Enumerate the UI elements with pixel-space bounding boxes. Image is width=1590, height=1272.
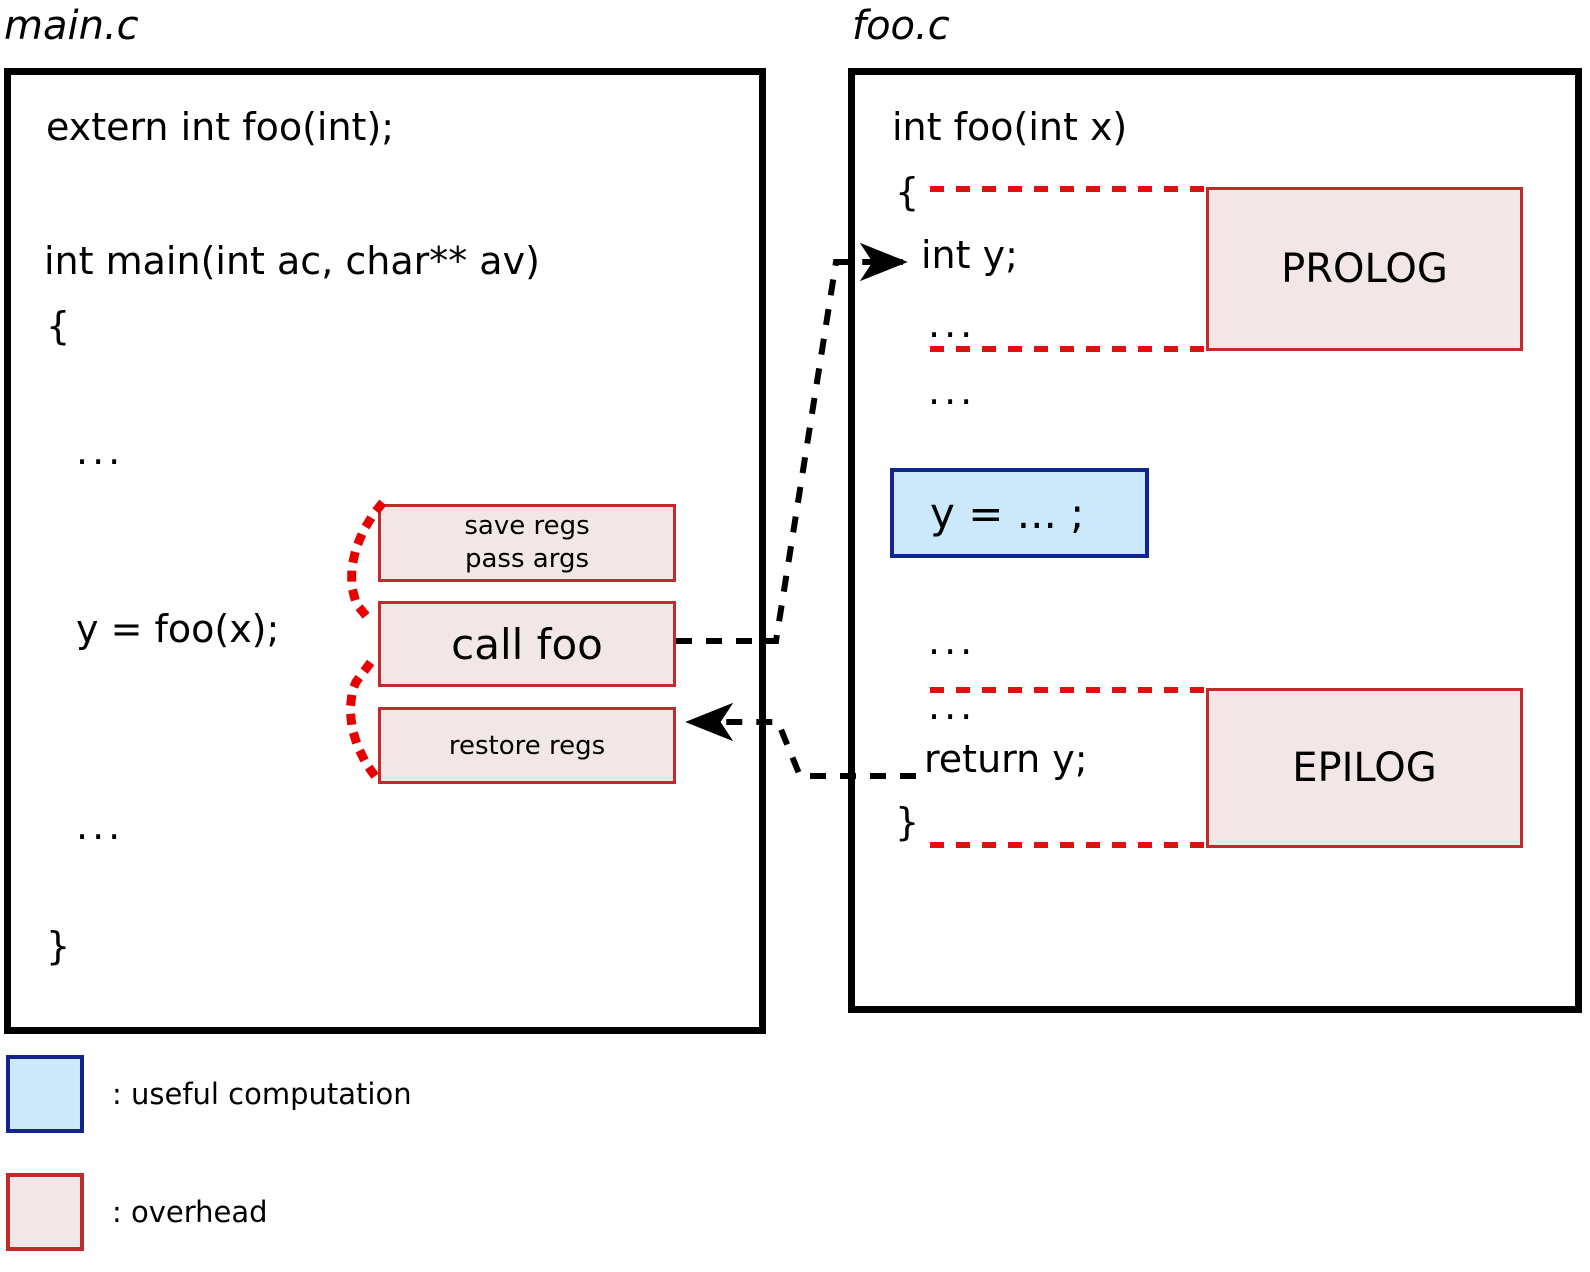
file-caption-main-c: main.c: [4, 3, 139, 49]
legend-item-useful: : useful computation: [6, 1055, 412, 1133]
code-line-extern-decl: extern int foo(int);: [46, 105, 395, 149]
code-line-foo-ellipsis-prolog: ...: [928, 302, 977, 346]
code-line-call-stmt: y = foo(x);: [76, 607, 280, 651]
code-line-return-stmt: return y;: [924, 737, 1088, 781]
code-line-decl-y: int y;: [921, 233, 1018, 277]
legend-item-overhead: : overhead: [6, 1173, 268, 1251]
overhead-box-epilog: EPILOG: [1206, 688, 1523, 848]
code-line-foo-ellipsis-body: ...: [928, 369, 977, 413]
overhead-box-prolog: PROLOG: [1206, 187, 1523, 351]
legend-label-useful: : useful computation: [112, 1077, 412, 1111]
file-caption-foo-c: foo.c: [852, 3, 950, 49]
overhead-box-prolog-label: PROLOG: [1281, 246, 1448, 292]
useful-box-assign-y: y = ... ;: [890, 468, 1149, 558]
useful-box-assign-y-label: y = ... ;: [930, 488, 1085, 538]
overhead-box-call-foo-label: call foo: [451, 619, 603, 669]
code-line-foo-ellipsis-before-epilog: ...: [928, 619, 977, 663]
legend-swatch-overhead: [6, 1173, 84, 1251]
overhead-box-epilog-label: EPILOG: [1292, 745, 1437, 791]
code-line-main-close-brace: }: [46, 924, 71, 968]
legend-swatch-useful: [6, 1055, 84, 1133]
code-line-main-ellipsis-after: ...: [76, 804, 125, 848]
code-line-foo-close-brace: }: [895, 800, 920, 844]
code-line-main-open-brace: {: [46, 304, 71, 348]
code-line-main-signature: int main(int ac, char** av): [44, 239, 540, 283]
overhead-box-restore-regs: restore regs: [378, 707, 676, 784]
code-line-foo-signature: int foo(int x): [892, 105, 1128, 149]
overhead-box-restore-regs-label: restore regs: [448, 730, 606, 761]
code-line-main-ellipsis-before: ...: [76, 429, 125, 473]
legend-label-overhead: : overhead: [112, 1195, 268, 1229]
code-line-foo-ellipsis-epilog: ...: [928, 684, 977, 728]
code-line-foo-open-brace: {: [895, 170, 920, 214]
overhead-box-call-foo: call foo: [378, 601, 676, 687]
